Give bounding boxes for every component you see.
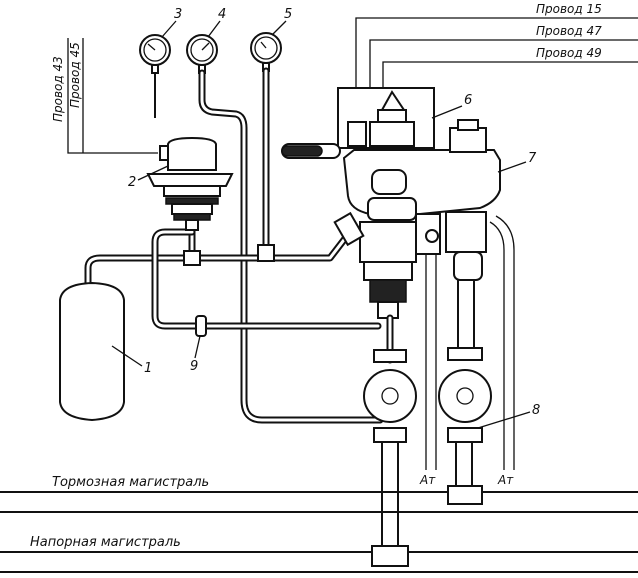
isolating-cock-right (438, 347, 492, 443)
wire-15-label: Провод 15 (536, 2, 602, 16)
label-5: 5 (284, 7, 292, 22)
at-label-left: Ат (419, 473, 436, 487)
label-1: 1 (144, 361, 152, 376)
cock-9 (195, 315, 207, 337)
at-label-right: Ат (497, 473, 514, 487)
label-2: 2 (128, 175, 136, 190)
label-7: 7 (528, 151, 537, 166)
tee-fitting-left (183, 250, 201, 266)
tee-fitting-right (257, 244, 275, 262)
wire-45-label: Провод 45 (68, 42, 82, 108)
label-8: 8 (532, 403, 540, 418)
brake-line-label: Тормозная магистраль (52, 475, 209, 490)
wires-top-right (355, 17, 638, 88)
wires-left (67, 38, 158, 154)
pressure-gauge-5 (250, 32, 282, 72)
supply-line-label: Напорная магистраль (30, 535, 181, 550)
reservoir-1 (59, 281, 125, 422)
label-3: 3 (174, 7, 182, 22)
wire-47-label: Провод 47 (536, 24, 602, 38)
pressure-gauge-4 (186, 34, 218, 74)
pressure-switch-2 (146, 136, 234, 231)
label-6: 6 (464, 93, 472, 108)
label-9: 9 (190, 359, 198, 374)
brake-main-line (0, 491, 638, 513)
wire-43-label: Провод 43 (51, 56, 65, 122)
wire-49-label: Провод 49 (536, 46, 602, 60)
label-4: 4 (218, 7, 226, 22)
tee-brake (447, 485, 483, 505)
supply-main-line (0, 551, 638, 573)
electro-valve-6 (281, 87, 435, 159)
pipes (84, 67, 384, 424)
pressure-gauge-3 (139, 34, 171, 118)
valve-body-7 (333, 119, 501, 319)
isolating-cock-left (363, 349, 417, 443)
tee-supply (371, 545, 409, 567)
